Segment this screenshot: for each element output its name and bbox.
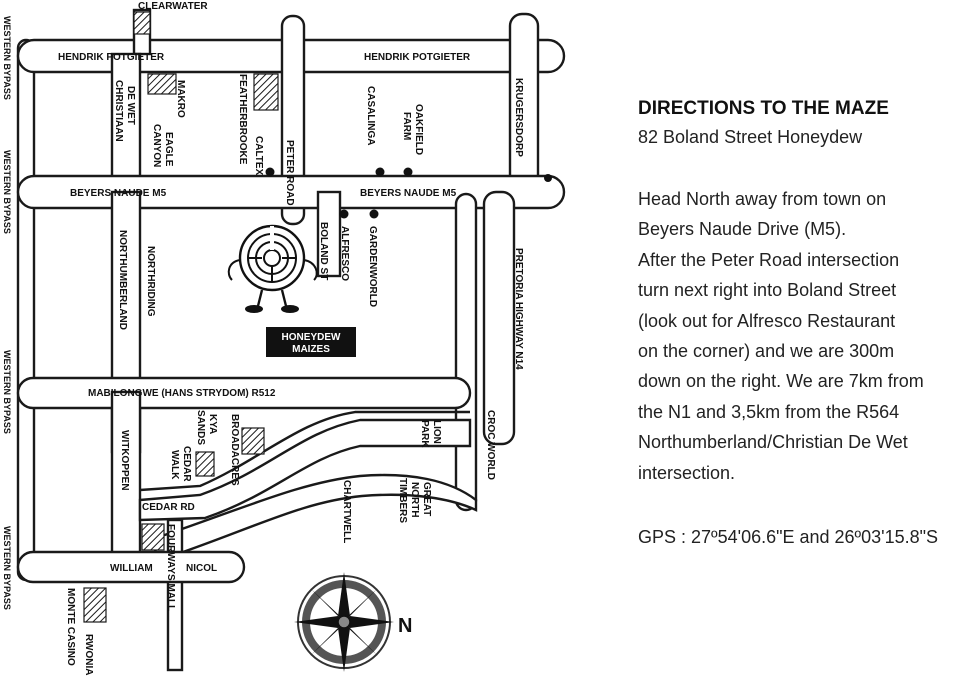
road-beyers-naude — [16, 174, 566, 210]
label-walk: WALK — [169, 450, 180, 480]
label-western-bypass-3: WESTERN BYPASS — [2, 350, 12, 434]
honeydew-label-1: HONEYDEW — [282, 332, 341, 343]
label-croc-world: CROC WORLD — [485, 410, 496, 480]
krugersdorp-marker — [544, 174, 552, 182]
directions-line: After the Peter Road intersection — [638, 249, 900, 270]
makro-block — [147, 73, 177, 95]
featherbrooke-block — [253, 73, 279, 111]
label-northriding: NORTHRIDING — [145, 246, 156, 317]
label-gardenworld: GARDENWORLD — [367, 226, 378, 307]
label-northumberland: NORTHUMBERLAND — [117, 230, 128, 330]
directions-line: Head North away from town on — [638, 189, 887, 209]
label-monte-casino: MONTE CASINO — [65, 588, 76, 666]
directions-line: (look out for Alfresco Restaurant — [638, 310, 896, 331]
label-hendrik-potgieter-west: HENDRIK POTGIETER — [58, 52, 165, 63]
label-park: PARK — [419, 420, 430, 448]
label-clearwater: CLEARWATER — [138, 1, 208, 12]
label-william: WILLIAM — [110, 563, 153, 574]
label-sands: SANDS — [195, 410, 206, 445]
clearwater-block — [133, 11, 151, 35]
label-alfresco: ALFRESCO — [339, 226, 350, 281]
label-caltex: CALTEX — [253, 136, 264, 176]
monte-casino-block — [83, 587, 107, 623]
broadacres-block — [241, 427, 265, 455]
directions-title: DIRECTIONS TO THE MAZE — [638, 98, 889, 119]
label-western-bypass-1: WESTERN BYPASS — [2, 16, 12, 100]
directions-panel: DIRECTIONS TO THE MAZE 82 Boland Street … — [638, 96, 978, 550]
maze-mascot-icon — [227, 224, 318, 313]
cedar-walk-block — [195, 451, 215, 477]
oakfield-marker — [403, 167, 413, 177]
label-beyers-naude-east: BEYERS NAUDE M5 — [360, 188, 457, 199]
label-nicol: NICOL — [186, 563, 217, 574]
directions-line: Northumberland/Christian De Wet — [638, 432, 908, 453]
label-timbers: TIMBERS — [397, 478, 408, 523]
road-boland-street — [316, 190, 342, 278]
label-western-bypass-4: WESTERN BYPASS — [2, 526, 12, 610]
label-broadacres: BROADACRES — [229, 414, 240, 486]
label-featherbrooke: FEATHERBROOKE — [237, 74, 248, 165]
gps-coordinates: GPS : 27º54'06.6"E and 26º03'15.8"S — [638, 527, 939, 548]
directions-line: the N1 and 3,5km from the R564 — [638, 401, 900, 422]
honeydew-maizes-badge — [266, 327, 356, 357]
label-eagle: EAGLE — [163, 132, 174, 167]
label-lion: LION — [431, 420, 442, 444]
label-cedar: CEDAR — [181, 446, 192, 482]
label-casalinga: CASALINGA — [365, 86, 376, 145]
directions-line: intersection. — [638, 462, 736, 483]
label-western-bypass-2: WESTERN BYPASS — [2, 150, 12, 234]
compass-rose-icon — [294, 572, 394, 672]
label-kya: KYA — [207, 414, 218, 434]
road-croc-world — [454, 192, 478, 512]
label-great: GREAT — [421, 482, 432, 516]
label-christiaan: CHRISTIAAN — [113, 80, 124, 142]
label-farm: FARM — [401, 112, 412, 140]
directions-line: on the corner) and we are 300m — [638, 341, 895, 362]
honeydew-label-2: MAIZES — [292, 344, 330, 355]
road-witkoppen — [110, 390, 142, 572]
label-hendrik-potgieter-east: HENDRIK POTGIETER — [364, 52, 471, 63]
label-beyers-naude-west: BEYERS NAUDE M5 — [70, 188, 167, 199]
label-canyon: CANYON — [151, 124, 162, 167]
road-christiaan-de-wet — [110, 52, 142, 186]
label-boland-st: BOLAND ST — [318, 222, 329, 280]
road-network — [16, 8, 566, 672]
label-mabilongwe: MABILONGWE (HANS STRYDOM) R512 — [88, 388, 276, 399]
gardenworld-marker — [369, 209, 379, 219]
directions-line: turn next right into Boland Street — [638, 280, 897, 301]
label-makro: MAKRO — [175, 80, 186, 118]
label-chartwell: CHARTWELL — [341, 480, 352, 543]
road-cedar-rd — [139, 410, 470, 492]
label-peter-road: PETER ROAD — [284, 140, 295, 206]
directions-line: Beyers Naude Drive (M5). — [638, 219, 847, 240]
road-peter-road — [280, 14, 306, 226]
alfresco-marker — [339, 209, 349, 219]
label-cedar-rd: CEDAR RD — [142, 502, 195, 513]
route-map: HONEYDEW MAIZES N HENDRIK POTGIETER HEND… — [2, 1, 566, 675]
directions-address: 82 Boland Street Honeydew — [638, 127, 863, 147]
compass-north-label: N — [398, 615, 412, 637]
label-krugersdorp: KRUGERSDORP — [513, 78, 524, 157]
road-broadacres-curve — [138, 418, 472, 522]
label-north: NORTH — [409, 482, 420, 518]
label-de-wet: DE WET — [125, 86, 136, 125]
road-pretoria-highway — [482, 190, 516, 446]
casalinga-marker — [375, 167, 385, 177]
label-witkoppen: WITKOPPEN — [119, 430, 130, 491]
label-rivonia: RWONIA — [83, 634, 94, 675]
fourways-block — [141, 523, 165, 551]
road-william-nicol — [16, 550, 246, 584]
directions-line: down on the right. We are 7km from — [638, 371, 924, 392]
label-pretoria-highway: PRETORIA HIGHWAY N14 — [513, 248, 524, 370]
road-western-bypass — [16, 38, 36, 582]
directions-text: Head North away from town on Beyers Naud… — [638, 184, 978, 488]
label-fourways-mall: FOURWAYS MALL — [165, 524, 176, 611]
caltex-marker — [265, 167, 275, 177]
label-oakfield: OAKFIELD — [413, 104, 424, 155]
